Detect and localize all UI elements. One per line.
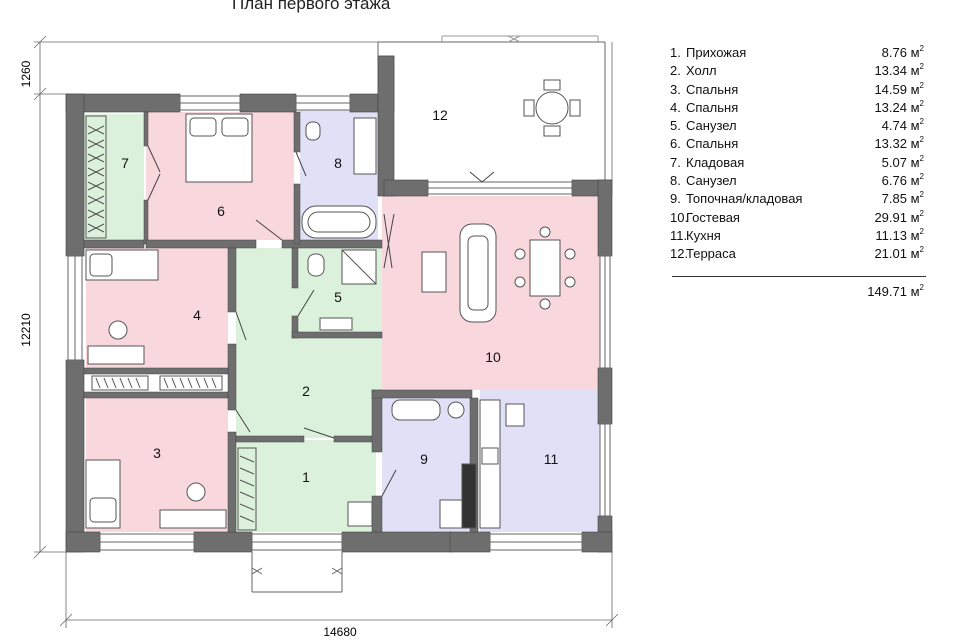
legend-room-name: Санузел: [686, 173, 737, 189]
room-labels: 1 2 3 4 5 6 7 8 9 10 11 12: [121, 107, 558, 485]
toilet-room-8: [305, 121, 321, 141]
legend-row: 3. Спальня 14.59 м2: [668, 81, 924, 99]
entrance-porch: [251, 552, 343, 593]
terrace-table: [535, 91, 569, 125]
room-label-11: 11: [544, 451, 559, 467]
legend-room-area: 8.76 м2: [881, 44, 924, 61]
room-label-1: 1: [302, 469, 310, 485]
room-label-10: 10: [485, 349, 501, 365]
legend-row: 7. Кладовая 5.07 м2: [668, 154, 924, 172]
legend-room-number: 9.: [670, 191, 681, 207]
legend-row: 5. Санузел 4.74 м2: [668, 117, 924, 135]
legend-room-number: 6.: [670, 136, 681, 152]
room-label-3: 3: [153, 445, 161, 461]
legend-row: 4. Спальня 13.24 м2: [668, 99, 924, 117]
legend-row: 11.Кухня 11.13 м2: [668, 227, 924, 245]
sink-room-8: [353, 117, 377, 175]
legend-room-name: Спальня: [686, 81, 739, 97]
chair-room-4: [108, 320, 128, 340]
legend-room-area: 5.07 м2: [881, 153, 924, 170]
walls: [65, 55, 613, 553]
legend-room-area: 29.91 м2: [874, 208, 924, 225]
legend-room-name: Гостевая: [686, 209, 740, 225]
room-label-2: 2: [302, 383, 310, 399]
room-2-fill-b: [298, 334, 382, 438]
legend-room-number: 3.: [670, 81, 681, 97]
washer-room-9: [447, 401, 465, 419]
legend-row: 1. Прихожая 8.76 м2: [668, 44, 924, 62]
toilet-room-5: [307, 253, 325, 277]
legend-room-number: 5.: [670, 118, 681, 134]
legend-room-number: 11.: [670, 227, 688, 243]
total-area-value: 149.71: [867, 284, 907, 299]
coffee-table-room-10: [421, 251, 447, 293]
legend-room-area: 7.85 м2: [881, 190, 924, 207]
legend-room-area: 13.34 м2: [874, 62, 924, 79]
legend-row: 9. Топочная/кладовая 7.85 м2: [668, 190, 924, 208]
dim-bottom-width: 14680: [323, 625, 357, 639]
legend-room-area: 4.74 м2: [881, 117, 924, 134]
rug-room-1: [347, 501, 373, 527]
legend-room-number: 2.: [670, 63, 681, 79]
dimension-lines: [33, 35, 619, 628]
legend-room-name: Спальня: [686, 99, 739, 115]
legend-row: 2. Холл 13.34 м2: [668, 62, 924, 80]
legend-room-number: 4.: [670, 99, 681, 115]
legend-room-area: 21.01 м2: [874, 245, 924, 262]
legend-room-name: Прихожая: [686, 45, 747, 60]
room-label-12: 12: [432, 107, 448, 123]
legend-room-area: 6.76 м2: [881, 172, 924, 189]
shelving: [85, 115, 257, 531]
stove-room-11: [461, 463, 477, 529]
legend-room-number: 1.: [670, 45, 681, 60]
legend-room-name: Топочная/кладовая: [686, 191, 803, 207]
legend-room-area: 14.59 м2: [874, 80, 924, 97]
room-label-7: 7: [121, 155, 129, 171]
legend-row: 10.Гостевая 29.91 м2: [668, 209, 924, 227]
room-legend: 1. Прихожая 8.76 м2 2. Холл 13.34 м2 3. Спальня…: [668, 44, 924, 264]
sink-room-5: [319, 317, 353, 331]
plan-title: План первого этажа: [232, 0, 391, 13]
windows: [67, 95, 611, 551]
legend-room-name: Кухня: [686, 227, 721, 243]
boiler-room-9: [439, 499, 465, 529]
legend-room-number: 12.: [670, 246, 689, 262]
legend-room-name: Кладовая: [686, 154, 745, 170]
legend-total: 149.71 м2: [867, 283, 924, 300]
legend-divider: [672, 276, 926, 277]
legend-row: 12.Терраса 21.01 м2: [668, 245, 924, 263]
desk-room-3: [159, 509, 227, 529]
legend-room-number: 10.: [670, 209, 689, 225]
legend-room-area: 13.32 м2: [874, 135, 924, 152]
legend-room-area: 13.24 м2: [874, 98, 924, 115]
legend-row: 6. Спальня 13.32 м2: [668, 135, 924, 153]
total-area-unit: м: [910, 284, 920, 299]
room-label-6: 6: [217, 203, 225, 219]
chair-room-3: [186, 482, 206, 502]
furniture: [85, 79, 581, 529]
legend-room-name: Холл: [686, 63, 717, 79]
legend-room-area: 11.13 м2: [875, 226, 924, 243]
tub-room-9: [391, 399, 441, 421]
room-label-5: 5: [334, 289, 342, 305]
legend-room-name: Терраса: [686, 246, 736, 262]
legend-room-number: 7.: [670, 154, 681, 170]
sink-room-11: [481, 447, 499, 465]
legend-room-name: Спальня: [686, 136, 739, 152]
dim-left-height: 12210: [19, 313, 33, 347]
desk-room-4: [87, 345, 145, 365]
legend-row: 8. Санузел 6.76 м2: [668, 172, 924, 190]
fridge-room-11: [505, 403, 525, 427]
doors: [147, 145, 495, 497]
legend-room-number: 8.: [670, 173, 681, 189]
room-label-4: 4: [193, 307, 201, 323]
total-area-power: 2: [919, 283, 924, 292]
room-label-9: 9: [420, 451, 428, 467]
dining-table-room-10: [529, 239, 561, 297]
room-label-8: 8: [334, 155, 342, 171]
room-7-fill: [84, 114, 144, 240]
dim-top-offset: 1260: [19, 60, 33, 87]
legend-room-name: Санузел: [686, 118, 737, 134]
